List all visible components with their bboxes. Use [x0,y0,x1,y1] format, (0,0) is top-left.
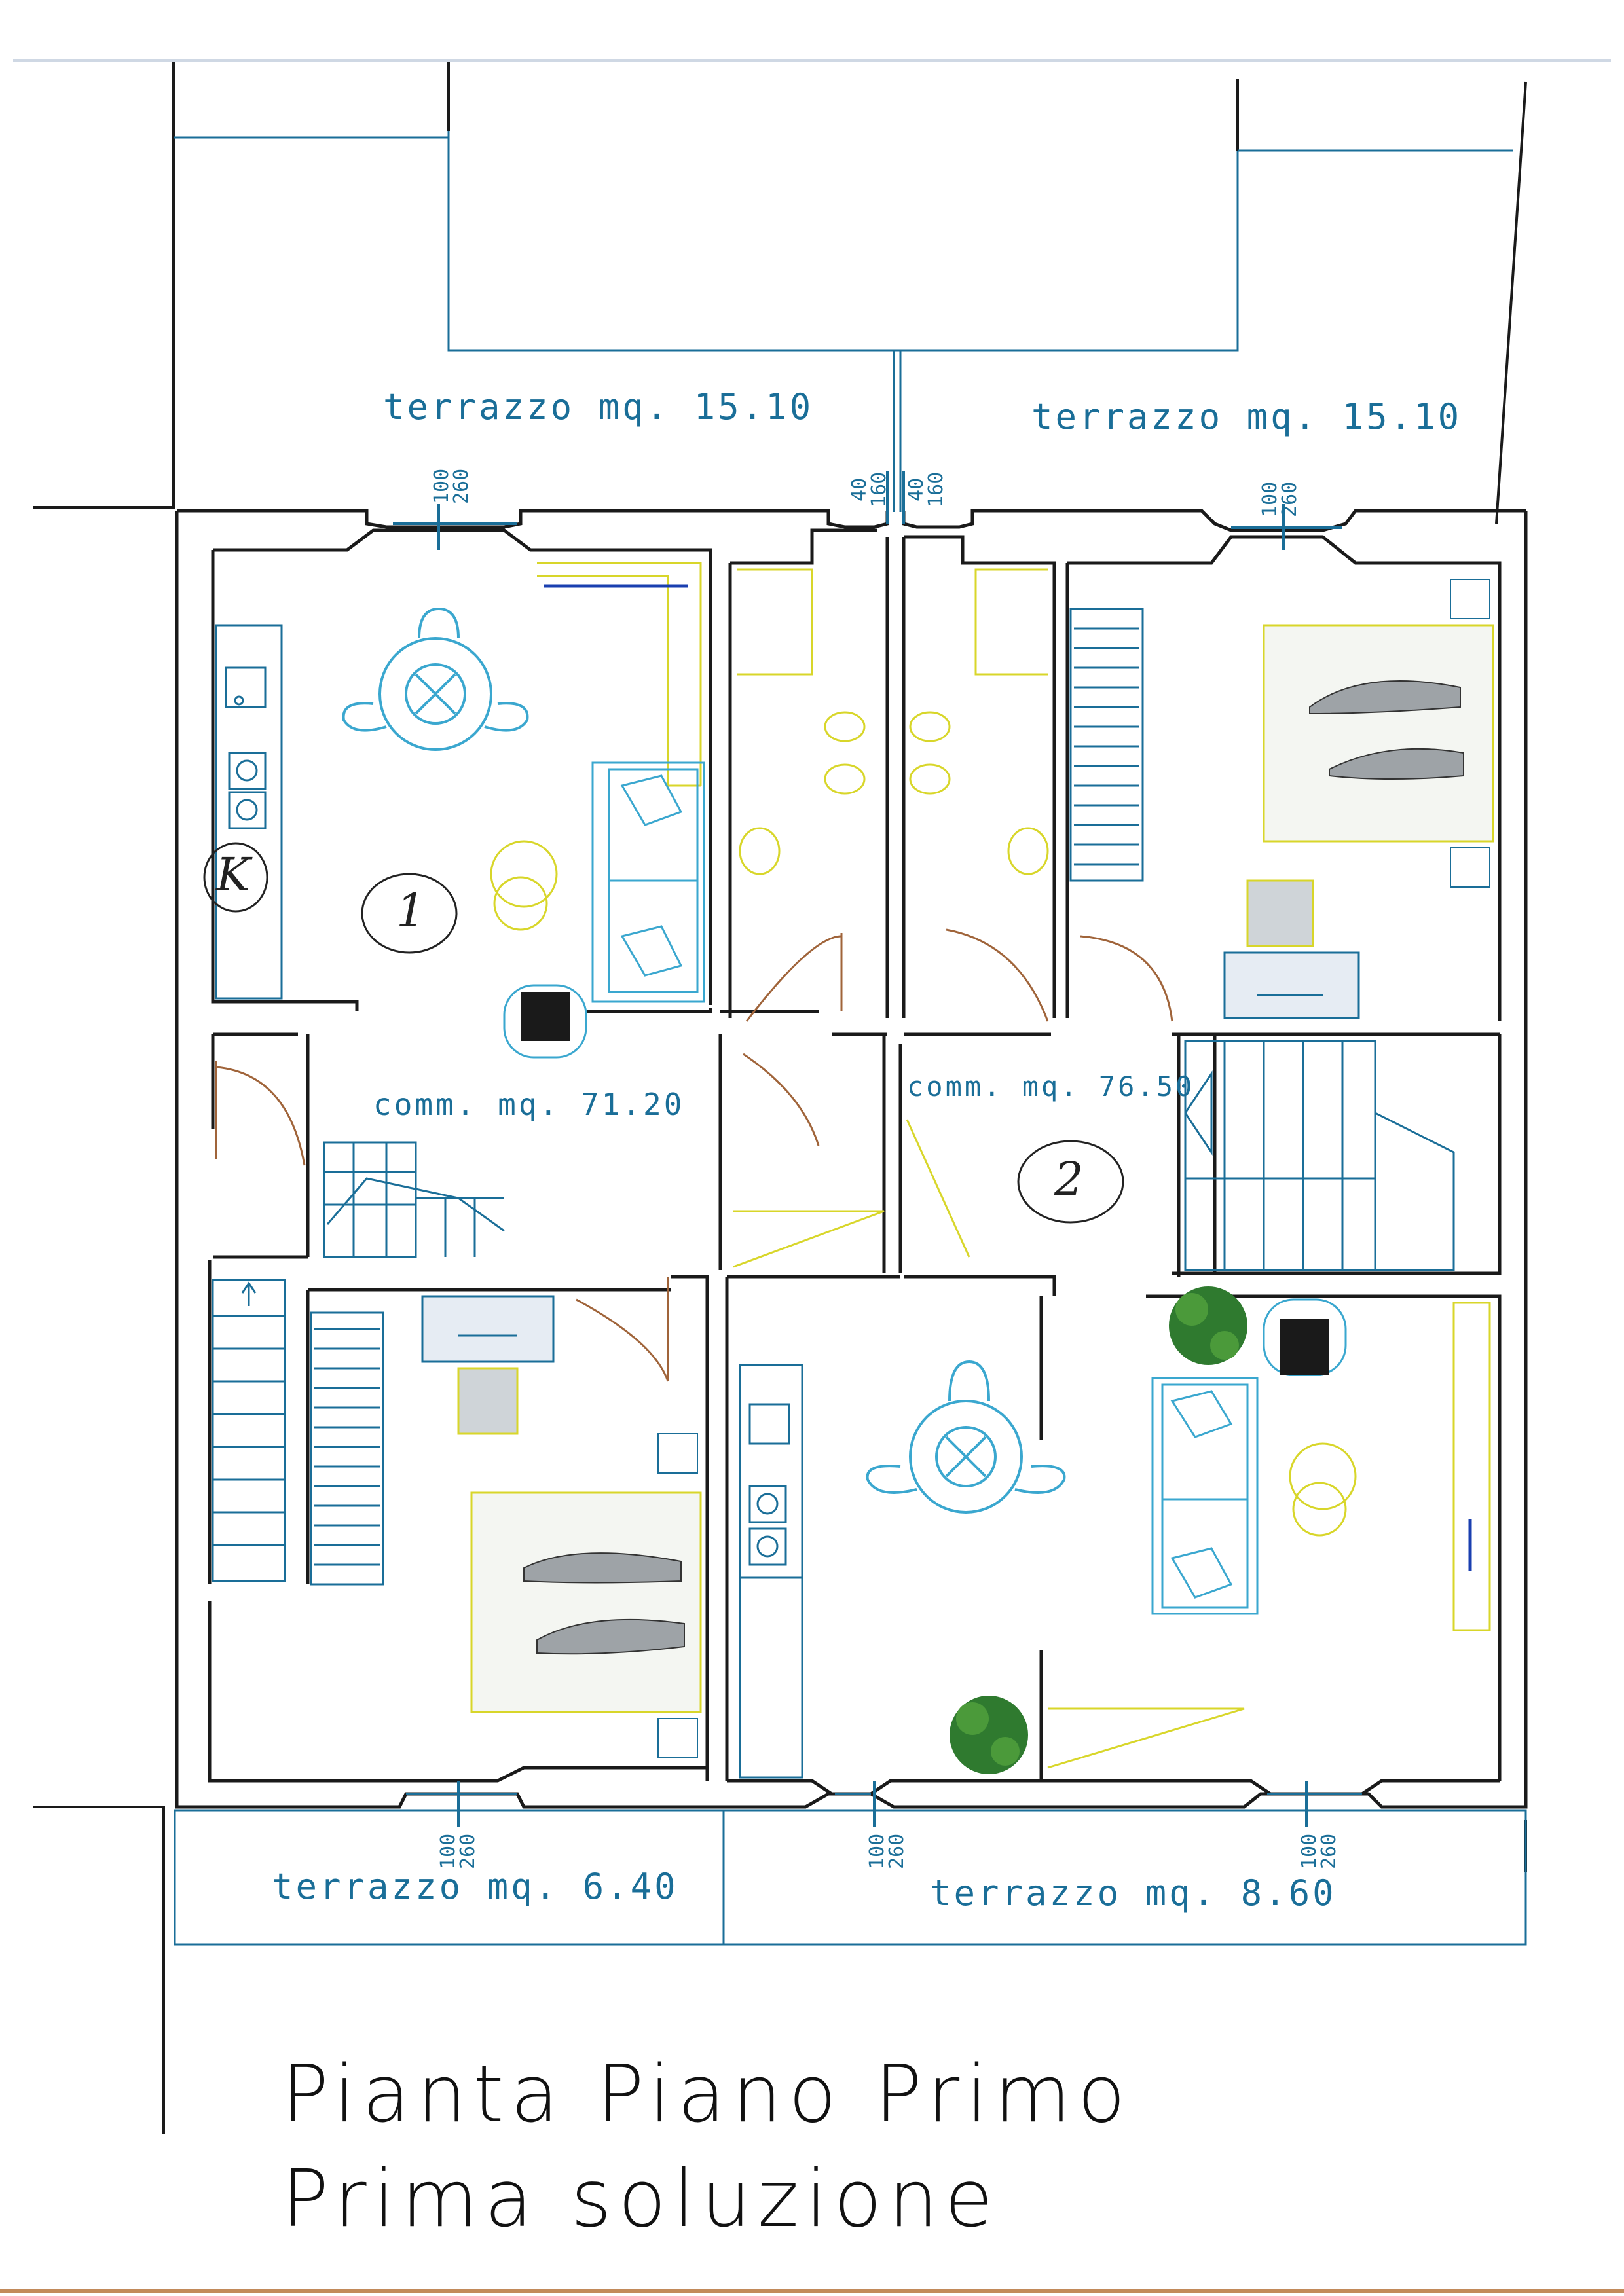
tv-cabinet-unit2 [1047,1302,1491,1769]
unit2-mark: 2 [1054,1152,1084,1206]
wardrobe-unit2 [1069,608,1144,882]
armchair-unit2 [1263,1298,1347,1376]
plan-subtitle: Prima soluzione [282,2154,1000,2245]
window-dim-3-height: 160 [925,471,948,507]
scan-edge [0,59,1624,2293]
terrace-top-right-label: terrazzo mq. 15.10 [1031,396,1462,437]
bed-unit2 [1263,579,1494,888]
site-boundary [33,62,1527,2134]
terrace-bottom-right-label: terrazzo mq. 8.60 [930,1872,1337,1914]
handwritten-marks [203,842,1124,1224]
bed-unit1 [470,1433,702,1758]
sofa-unit1 [591,761,705,1003]
window-dim-1-height: 260 [450,468,473,504]
terrace-outlines [174,131,1527,1946]
unit2-area-label: comm. mq. 76.50 [907,1070,1195,1102]
kitchen-mark: K [216,848,251,902]
building-walls [175,509,1528,1809]
plan-title: Pianta Piano Primo [282,2049,1132,2140]
unit1-area-label: comm. mq. 71.20 [373,1087,685,1122]
tv-cabinet-unit1 [537,562,702,787]
window-dim-4-height: 260 [1278,481,1301,517]
bathroom-unit1 [733,568,885,1268]
windows [393,471,1362,1827]
staircase-unit1 [212,1141,505,1582]
window-dim-7-height: 260 [1318,1833,1340,1869]
desk-unit1 [421,1295,555,1435]
side-table-unit2 [1289,1442,1357,1537]
doors [215,928,1173,1382]
desk-unit2 [1223,879,1360,1019]
plants [950,1286,1247,1774]
wardrobe-unit1 [310,1311,384,1586]
dining-table-unit1 [342,607,529,751]
kitchen-unit2 [739,1364,803,1779]
bathroom-unit2 [906,568,1049,1258]
kitchen-unit1 [215,624,283,1000]
dining-table-unit2 [866,1360,1066,1514]
terrace-top-left-label: terrazzo mq. 15.10 [383,386,814,428]
sofa-unit2 [1151,1377,1259,1615]
staircase-unit2 [1184,1040,1455,1271]
unit1-mark: 1 [396,884,426,938]
window-dim-6-height: 260 [885,1833,908,1869]
side-table-unit1 [490,840,558,931]
window-dim-2-height: 160 [868,471,891,507]
armchair-unit1 [503,984,587,1059]
terrace-bottom-left-label: terrazzo mq. 6.40 [272,1866,678,1907]
window-dim-5-height: 260 [456,1833,479,1869]
